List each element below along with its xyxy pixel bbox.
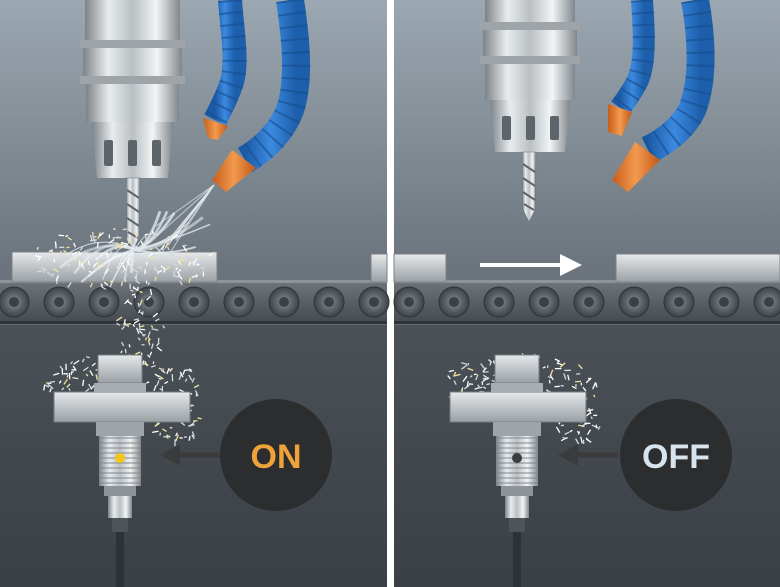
coolant-hose-right-back xyxy=(608,0,655,136)
status-label-off: OFF xyxy=(642,438,710,476)
panel-left: ON xyxy=(0,0,390,587)
coolant-hose-left-front xyxy=(212,0,311,192)
drill-bit-left xyxy=(125,177,141,251)
indicator-led-left xyxy=(115,453,125,463)
workpiece-incoming xyxy=(615,253,780,283)
drill-bit-right xyxy=(521,151,537,223)
spindle-right xyxy=(480,0,580,152)
status-badge-off: OFF xyxy=(620,399,732,511)
coolant-hose-right-front xyxy=(612,0,715,192)
status-label-on: ON xyxy=(251,438,302,476)
coolant-hose-left-back xyxy=(203,0,247,140)
proximity-sensor-right xyxy=(449,354,587,587)
arrow-right-icon xyxy=(480,254,582,276)
workpiece-edge-left-panel xyxy=(370,253,388,283)
status-badge-on: ON xyxy=(220,399,332,511)
panel-divider xyxy=(387,0,394,587)
panel-right: OFF xyxy=(370,0,780,587)
workpiece-exiting xyxy=(393,253,447,283)
spindle-left xyxy=(80,0,185,178)
conveyor-right xyxy=(393,280,780,324)
arrow-left-icon xyxy=(558,444,618,466)
proximity-sensor-left xyxy=(53,354,191,587)
arrow-left-icon xyxy=(160,444,222,466)
conveyor-left xyxy=(0,280,390,324)
indicator-led-right xyxy=(512,453,522,463)
